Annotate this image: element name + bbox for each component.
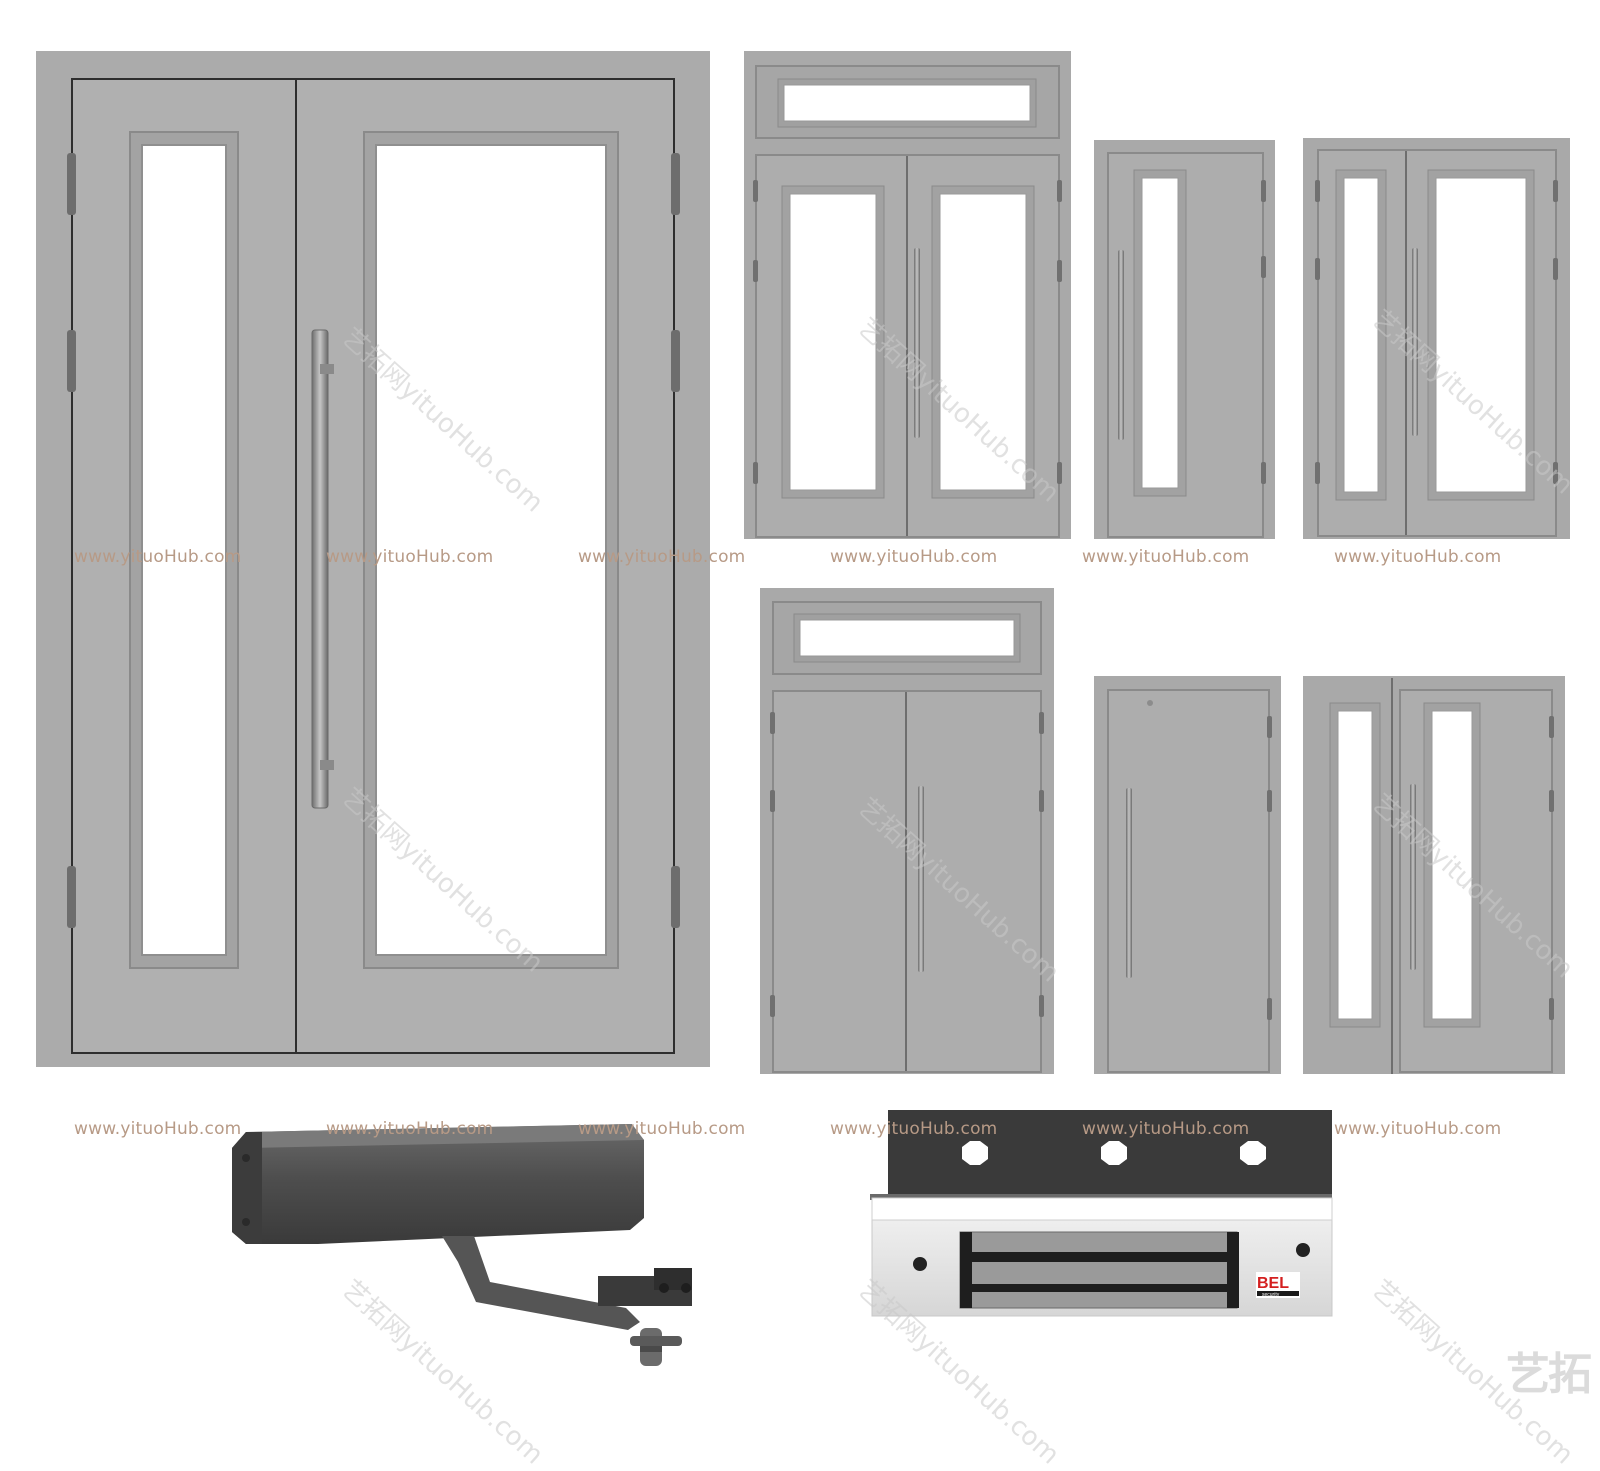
double-door-transom-solid — [760, 588, 1054, 1074]
watermark-text: www.yituoHub.com — [578, 547, 746, 567]
double-door-large-glass — [36, 51, 710, 1067]
door-closer — [232, 1124, 692, 1366]
watermark-text: www.yituoHub.com — [1082, 1119, 1250, 1139]
double-door-sidelight-glass — [1303, 676, 1565, 1074]
single-door-solid — [1094, 676, 1281, 1074]
brand-sub: security — [1262, 1292, 1280, 1298]
watermark-text: www.yituoHub.com — [74, 1119, 242, 1139]
watermark-text: www.yituoHub.com — [326, 547, 494, 567]
double-door-unequal-glass — [1303, 138, 1570, 539]
watermark-text: www.yituoHub.com — [1334, 1119, 1502, 1139]
watermark-text: www.yituoHub.com — [830, 547, 998, 567]
watermark-text: www.yituoHub.com — [1082, 547, 1250, 567]
watermark-text: www.yituoHub.com — [578, 1119, 746, 1139]
watermark-row-top: www.yituoHub.com www.yituoHub.com www.yi… — [0, 547, 1600, 571]
magnetic-lock: BEL security — [870, 1110, 1333, 1317]
double-door-transom-glass — [744, 51, 1071, 539]
brand-name: BEL — [1257, 1275, 1289, 1292]
watermark-text: www.yituoHub.com — [1334, 547, 1502, 567]
watermark-text: www.yituoHub.com — [830, 1119, 998, 1139]
watermark-text: www.yituoHub.com — [74, 547, 242, 567]
single-door-narrow-glass — [1094, 140, 1275, 539]
watermark-row-bottom: www.yituoHub.com www.yituoHub.com www.yi… — [0, 1119, 1600, 1143]
brand-label: BEL security — [1256, 1272, 1300, 1298]
corner-logo: 艺拓 — [1506, 1349, 1592, 1400]
watermark-text: www.yituoHub.com — [326, 1119, 494, 1139]
product-scene: BEL security — [36, 51, 1570, 1366]
